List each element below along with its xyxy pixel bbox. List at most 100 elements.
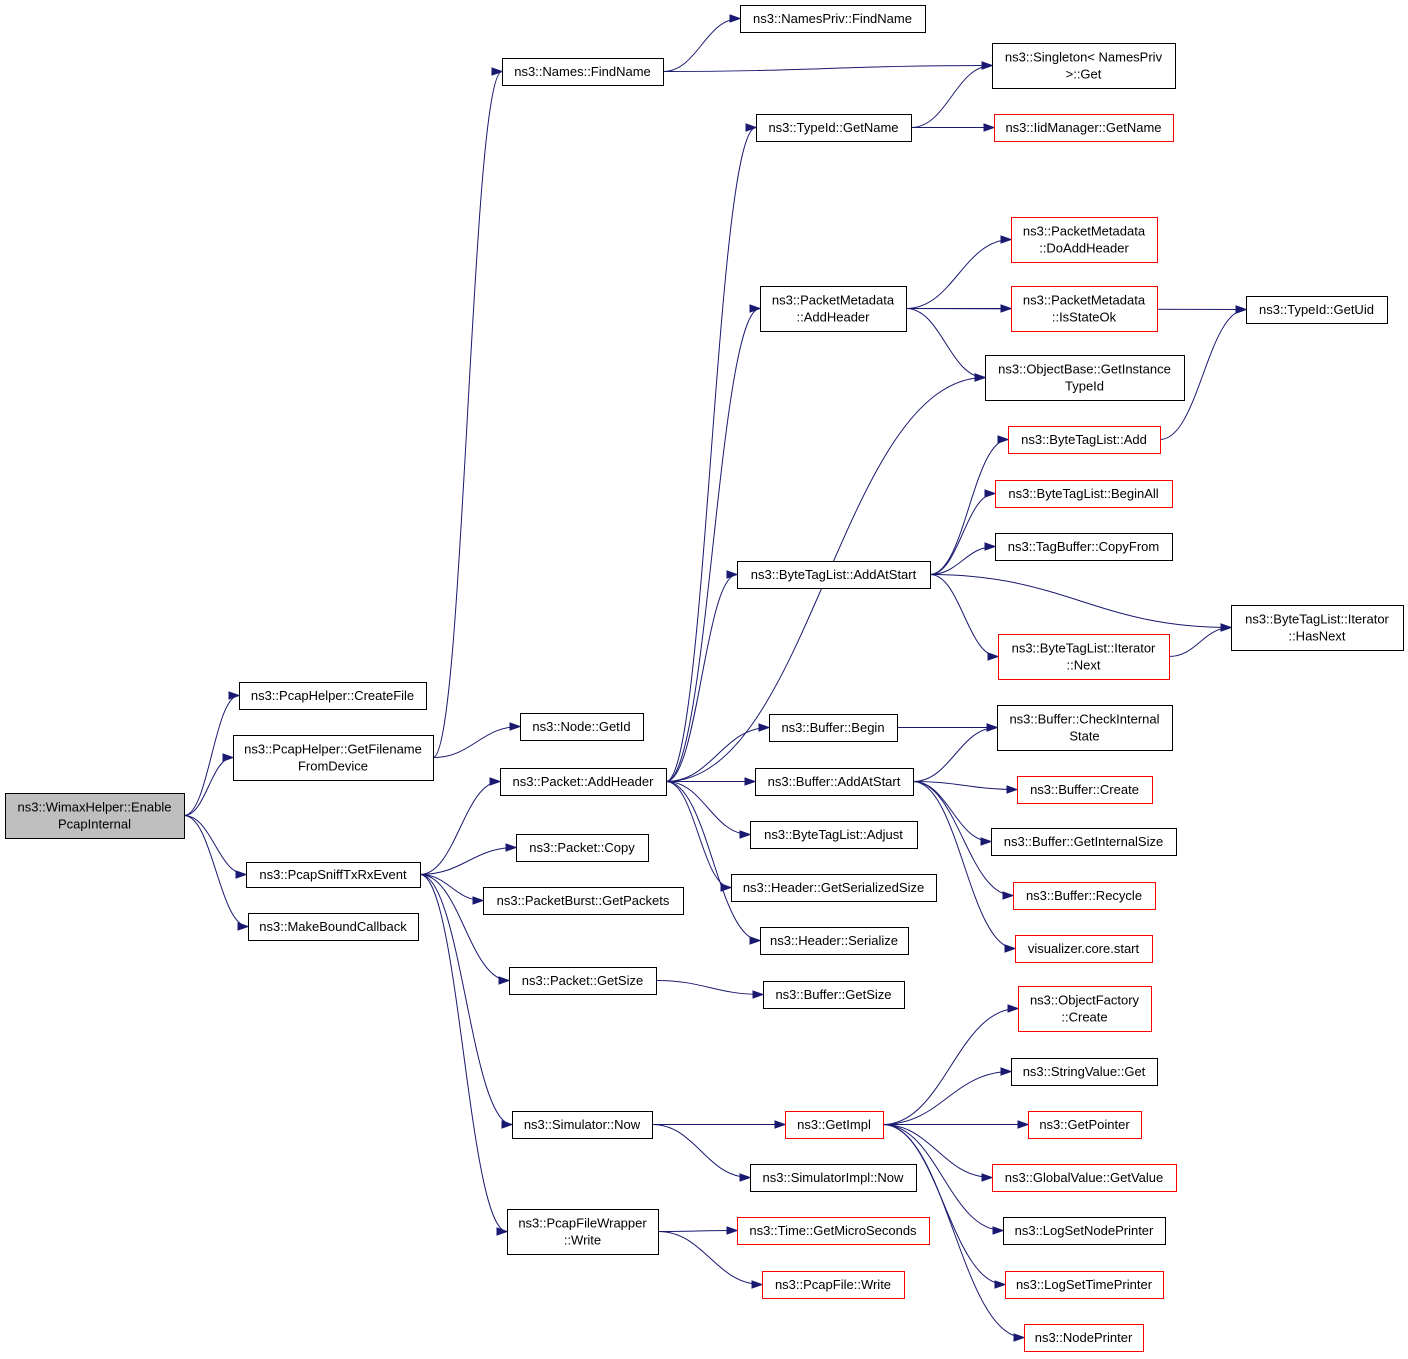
node-timemicro[interactable]: ns3::Time::GetMicroSeconds: [737, 1217, 930, 1245]
node-itnext[interactable]: ns3::ByteTagList::Iterator::Next: [998, 634, 1170, 680]
edge-bufaddstart-to-vizstart: [912, 781, 1016, 949]
edge-sniff-to-pktadd: [419, 781, 501, 875]
node-box-timemicro: [737, 1217, 930, 1245]
node-pfwrite[interactable]: ns3::PcapFileWrapper::Write: [507, 1209, 659, 1255]
edge-getimpl-to-strget: [882, 1071, 1012, 1125]
node-pmdoadd[interactable]: ns3::PacketMetadata::DoAddHeader: [1011, 217, 1158, 263]
node-label-pmstate-1: ::IsStateOk: [1052, 310, 1117, 325]
node-gvget[interactable]: ns3::GlobalValue::GetValue: [992, 1164, 1177, 1192]
arrowhead-sniff-to-pktcopy: [505, 843, 518, 852]
node-logtime[interactable]: ns3::LogSetTimePrinter: [1005, 1271, 1164, 1299]
node-label-getfilename-0: ns3::PcapHelper::GetFilename: [244, 742, 422, 757]
node-createfile[interactable]: ns3::PcapHelper::CreateFile: [239, 682, 427, 710]
node-pktcopy[interactable]: ns3::Packet::Copy: [516, 834, 649, 862]
edge-getimpl-to-nodeprinter: [882, 1124, 1025, 1338]
edge-namesfind-to-npfind: [662, 18, 741, 72]
node-vizstart[interactable]: visualizer.core.start: [1015, 935, 1153, 963]
node-box-bufsize: [763, 981, 905, 1009]
node-box-bufinternal: [991, 828, 1177, 856]
node-namesfind[interactable]: ns3::Names::FindName: [502, 58, 664, 86]
node-simimplnow[interactable]: ns3::SimulatorImpl::Now: [750, 1164, 917, 1192]
node-tiduid[interactable]: ns3::TypeId::GetUid: [1246, 296, 1388, 324]
node-label-nodeget-0: ns3::Node::GetId: [532, 719, 630, 734]
node-burst[interactable]: ns3::PacketBurst::GetPackets: [483, 887, 684, 915]
node-pktsize[interactable]: ns3::Packet::GetSize: [509, 967, 657, 995]
node-simnow[interactable]: ns3::Simulator::Now: [512, 1111, 653, 1139]
edge-pktadd-to-hdrser: [665, 781, 761, 941]
node-nodeget[interactable]: ns3::Node::GetId: [520, 713, 644, 741]
node-label-pmadd-1: ::AddHeader: [797, 310, 871, 325]
node-bufrecycle[interactable]: ns3::Buffer::Recycle: [1013, 882, 1156, 910]
node-bufbegin[interactable]: ns3::Buffer::Begin: [769, 714, 898, 742]
node-bufsize[interactable]: ns3::Buffer::GetSize: [763, 981, 905, 1009]
node-bufaddstart[interactable]: ns3::Buffer::AddAtStart: [755, 768, 914, 796]
node-label-singleton-0: ns3::Singleton< NamesPriv: [1005, 50, 1163, 65]
node-bufinternal[interactable]: ns3::Buffer::GetInternalSize: [991, 828, 1177, 856]
node-pktadd[interactable]: ns3::Packet::AddHeader: [500, 768, 667, 796]
node-label-singleton-1: >::Get: [1066, 67, 1102, 82]
node-label-itnext-1: ::Next: [1067, 658, 1101, 673]
node-hdrser[interactable]: ns3::Header::Serialize: [760, 927, 909, 955]
arrowhead-namesfind-to-npfind: [729, 14, 742, 23]
arrowhead-bufaddstart-to-bufcheck: [986, 723, 999, 732]
node-btlbegin[interactable]: ns3::ByteTagList::BeginAll: [995, 480, 1173, 508]
node-strget[interactable]: ns3::StringValue::Get: [1011, 1058, 1158, 1086]
node-label-root-0: ns3::WimaxHelper::Enable: [18, 800, 172, 815]
node-tbcopy[interactable]: ns3::TagBuffer::CopyFrom: [995, 533, 1173, 561]
node-label-namesfind-0: ns3::Names::FindName: [514, 64, 651, 79]
node-label-gvget-0: ns3::GlobalValue::GetValue: [1005, 1170, 1164, 1185]
arrowhead-pfwrite-to-timemicro: [726, 1226, 739, 1235]
arrowhead-pktsize-to-bufsize: [752, 990, 765, 999]
edge-sniff-to-simnow: [419, 874, 513, 1125]
node-label-getptr-0: ns3::GetPointer: [1039, 1117, 1130, 1132]
edge-pktadd-to-btlstart: [665, 574, 738, 782]
edge-tidname-to-singleton: [910, 65, 993, 128]
node-box-ofcreate: [1018, 986, 1152, 1032]
node-makebound[interactable]: ns3::MakeBoundCallback: [248, 913, 419, 941]
node-pfilewrite[interactable]: ns3::PcapFile::Write: [762, 1271, 905, 1299]
node-ofcreate[interactable]: ns3::ObjectFactory::Create: [1018, 986, 1152, 1032]
node-label-hdrser-0: ns3::Header::Serialize: [770, 933, 898, 948]
node-label-lognode-0: ns3::LogSetNodePrinter: [1015, 1223, 1154, 1238]
node-lognode[interactable]: ns3::LogSetNodePrinter: [1003, 1217, 1166, 1245]
arrowhead-tidname-to-iidname: [983, 123, 996, 132]
node-iidname[interactable]: ns3::IidManager::GetName: [994, 114, 1174, 142]
node-label-logtime-0: ns3::LogSetTimePrinter: [1016, 1277, 1153, 1292]
node-box-bufcreate: [1017, 776, 1153, 804]
node-box-lognode: [1003, 1217, 1166, 1245]
node-box-tbcopy: [995, 533, 1173, 561]
node-pmstate[interactable]: ns3::PacketMetadata::IsStateOk: [1011, 286, 1158, 332]
arrowhead-getimpl-to-logtime: [994, 1280, 1007, 1289]
edges-layer: [183, 14, 1248, 1342]
node-getimpl[interactable]: ns3::GetImpl: [785, 1111, 884, 1139]
node-btladjust[interactable]: ns3::ByteTagList::Adjust: [750, 821, 918, 849]
node-pmadd[interactable]: ns3::PacketMetadata::AddHeader: [760, 286, 907, 332]
node-tidname[interactable]: ns3::TypeId::GetName: [756, 114, 912, 142]
node-btladd[interactable]: ns3::ByteTagList::Add: [1008, 426, 1161, 454]
arrowhead-sniff-to-simnow: [501, 1120, 514, 1129]
edge-sniff-to-burst: [419, 874, 484, 901]
arrowhead-pktadd-to-bufbegin: [758, 723, 771, 732]
node-box-burst: [483, 887, 684, 915]
edge-bufaddstart-to-bufcheck: [912, 727, 998, 782]
node-bufcreate[interactable]: ns3::Buffer::Create: [1017, 776, 1153, 804]
node-btlstart[interactable]: ns3::ByteTagList::AddAtStart: [737, 561, 931, 589]
node-npfind[interactable]: ns3::NamesPriv::FindName: [740, 5, 926, 33]
node-singleton[interactable]: ns3::Singleton< NamesPriv>::Get: [992, 43, 1176, 89]
node-box-btladjust: [750, 821, 918, 849]
node-nodeprinter[interactable]: ns3::NodePrinter: [1024, 1324, 1144, 1352]
node-label-ofcreate-1: ::Create: [1061, 1010, 1107, 1025]
node-hdrsersize[interactable]: ns3::Header::GetSerializedSize: [731, 874, 937, 902]
node-label-bufcreate-0: ns3::Buffer::Create: [1030, 782, 1139, 797]
node-label-btlbegin-0: ns3::ByteTagList::BeginAll: [1008, 486, 1158, 501]
node-getptr[interactable]: ns3::GetPointer: [1028, 1111, 1142, 1139]
edge-getfilename-to-namesfind: [432, 71, 503, 758]
node-ithas[interactable]: ns3::ByteTagList::Iterator::HasNext: [1231, 605, 1404, 651]
node-box-simimplnow: [750, 1164, 917, 1192]
node-sniff[interactable]: ns3::PcapSniffTxRxEvent: [246, 862, 421, 888]
